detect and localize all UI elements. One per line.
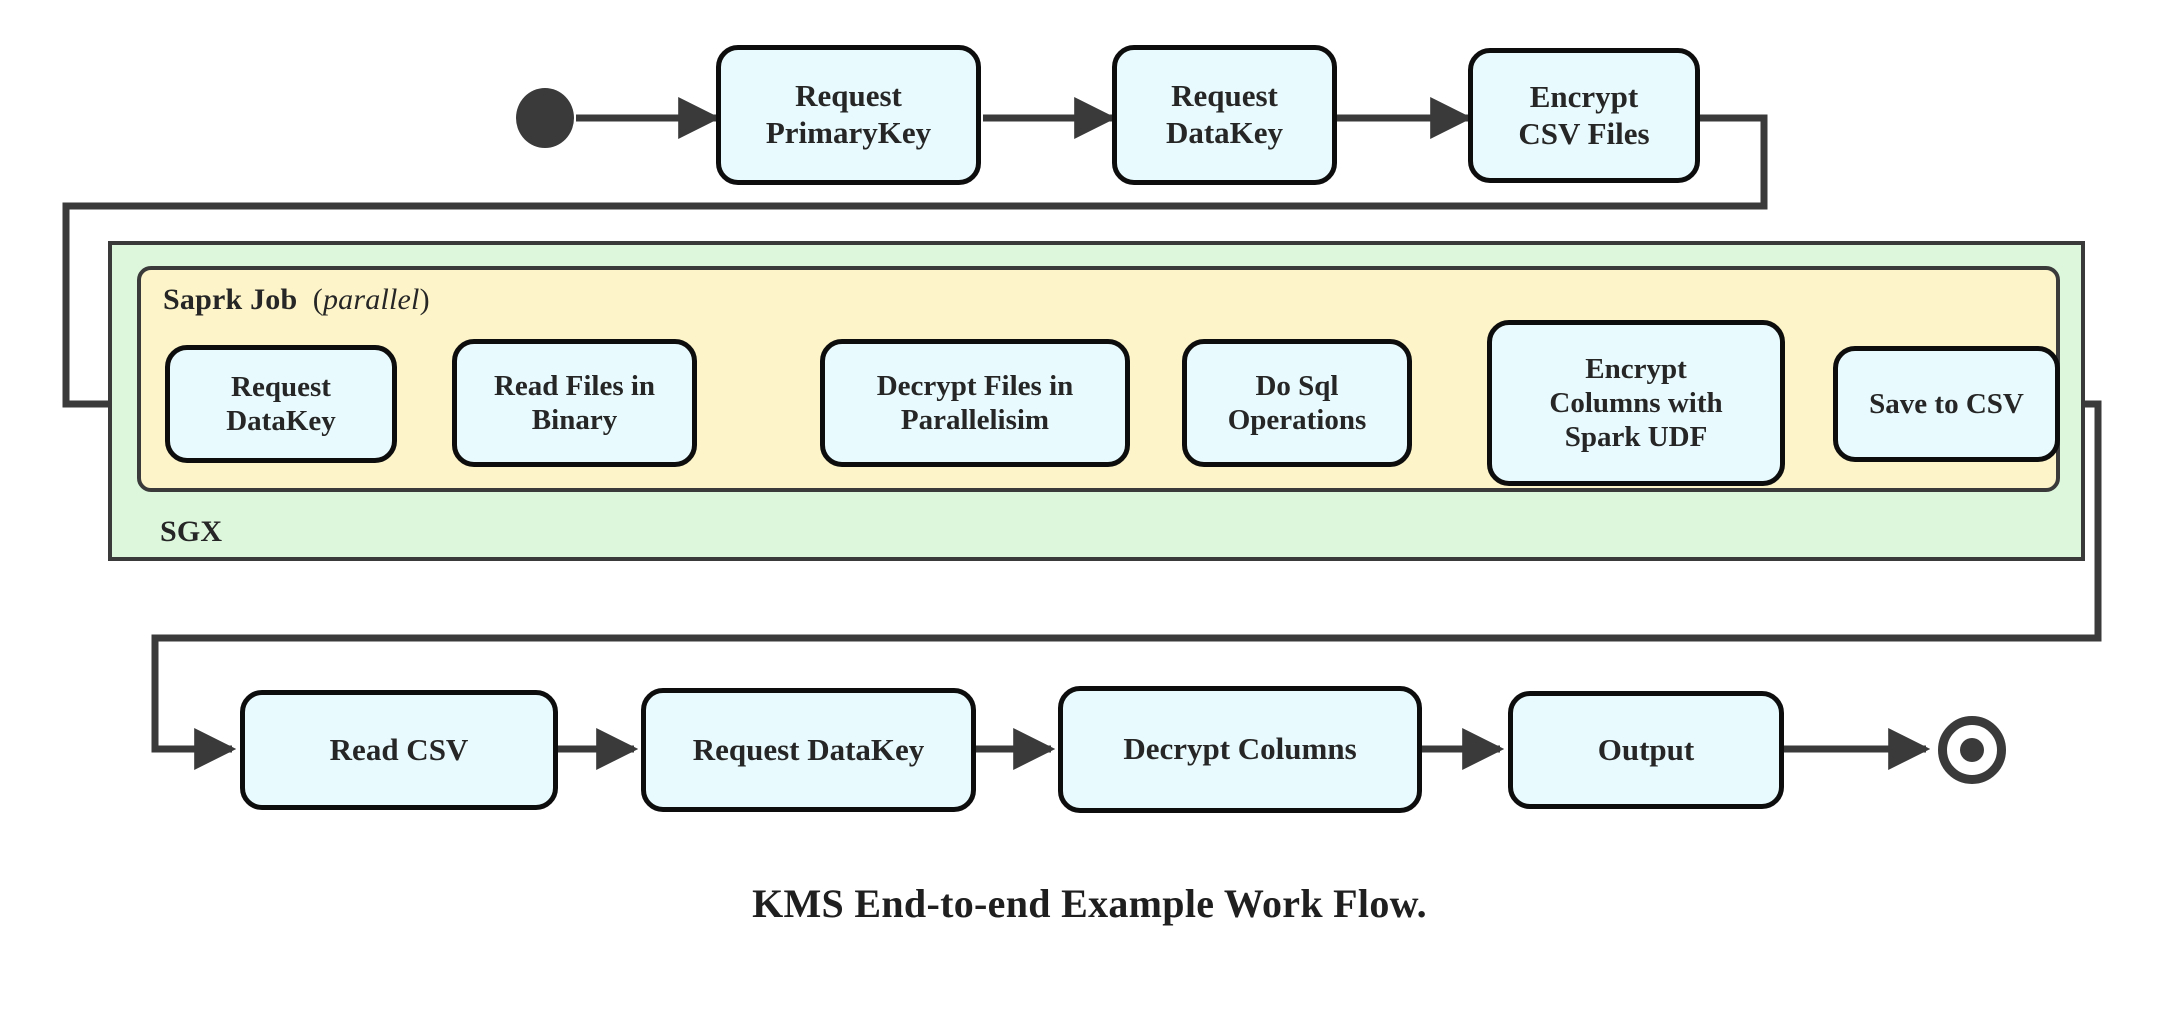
paren-close: ) <box>419 283 430 316</box>
node-label-line: Encrypt <box>1585 352 1687 385</box>
node-label-line: DataKey <box>226 405 336 437</box>
node-request-primarykey[interactable]: Request PrimaryKey <box>716 45 981 185</box>
region-label-sgx-text: SGX <box>160 515 223 548</box>
node-read-files-in-binary[interactable]: Read Files in Binary <box>452 339 697 467</box>
node-label-line: Columns with <box>1549 386 1723 419</box>
region-label-sgx: SGX <box>160 515 222 549</box>
node-decrypt-files-in-parallelisim[interactable]: Decrypt Files in Parallelisim <box>820 339 1130 467</box>
node-label-line: Request <box>231 370 331 403</box>
node-label-line: Encrypt <box>1529 78 1639 114</box>
node-label-line: Request <box>795 78 902 114</box>
node-label-line: Read CSV <box>329 731 469 767</box>
node-label-line: DataKey <box>1165 115 1284 150</box>
end-state-inner-dot <box>1960 738 1984 762</box>
node-output[interactable]: Output <box>1508 691 1784 809</box>
diagram-caption: KMS End-to-end Example Work Flow. <box>0 880 2179 927</box>
end-state-marker <box>1938 716 2006 784</box>
node-label-line: Save to CSV <box>1869 387 2024 420</box>
node-label-line: Operations <box>1227 404 1367 436</box>
node-encrypt-csv-files[interactable]: Encrypt CSV Files <box>1468 48 1700 183</box>
node-label-line: Decrypt Files in <box>876 369 1074 402</box>
node-label-line: Request <box>1171 78 1278 114</box>
node-label-line: Spark UDF <box>1564 421 1708 454</box>
region-label-spark-job: Saprk Job (parallel) <box>163 283 430 317</box>
node-do-sql-operations[interactable]: Do Sql Operations <box>1182 339 1412 467</box>
node-label-line: CSV Files <box>1518 115 1650 151</box>
node-label-line: Request DataKey <box>692 731 925 767</box>
paren-open: ( <box>312 283 323 316</box>
node-request-datakey-spark[interactable]: Request DataKey <box>165 345 397 463</box>
node-request-datakey-top[interactable]: Request DataKey <box>1112 45 1337 185</box>
node-label-line: Decrypt Columns <box>1123 731 1357 767</box>
node-label-line: Output <box>1597 731 1695 767</box>
start-state-marker <box>516 88 574 148</box>
node-read-csv[interactable]: Read CSV <box>240 690 558 810</box>
region-label-spark-job-text: Saprk Job <box>163 283 298 316</box>
node-label-line: Binary <box>531 404 618 436</box>
node-label-line: Parallelisim <box>900 404 1050 436</box>
node-decrypt-columns[interactable]: Decrypt Columns <box>1058 686 1422 813</box>
region-annotation-parallel: parallel <box>322 283 420 316</box>
node-save-to-csv[interactable]: Save to CSV <box>1833 346 2060 462</box>
node-label-line: Do Sql <box>1255 369 1339 402</box>
node-request-datakey-output[interactable]: Request DataKey <box>641 688 976 812</box>
diagram-caption-text: KMS End-to-end Example Work Flow. <box>752 881 1427 926</box>
node-label-line: PrimaryKey <box>765 115 932 150</box>
node-encrypt-columns-with-spark-udf[interactable]: Encrypt Columns with Spark UDF <box>1487 320 1785 486</box>
node-label-line: Read Files in <box>493 369 656 402</box>
